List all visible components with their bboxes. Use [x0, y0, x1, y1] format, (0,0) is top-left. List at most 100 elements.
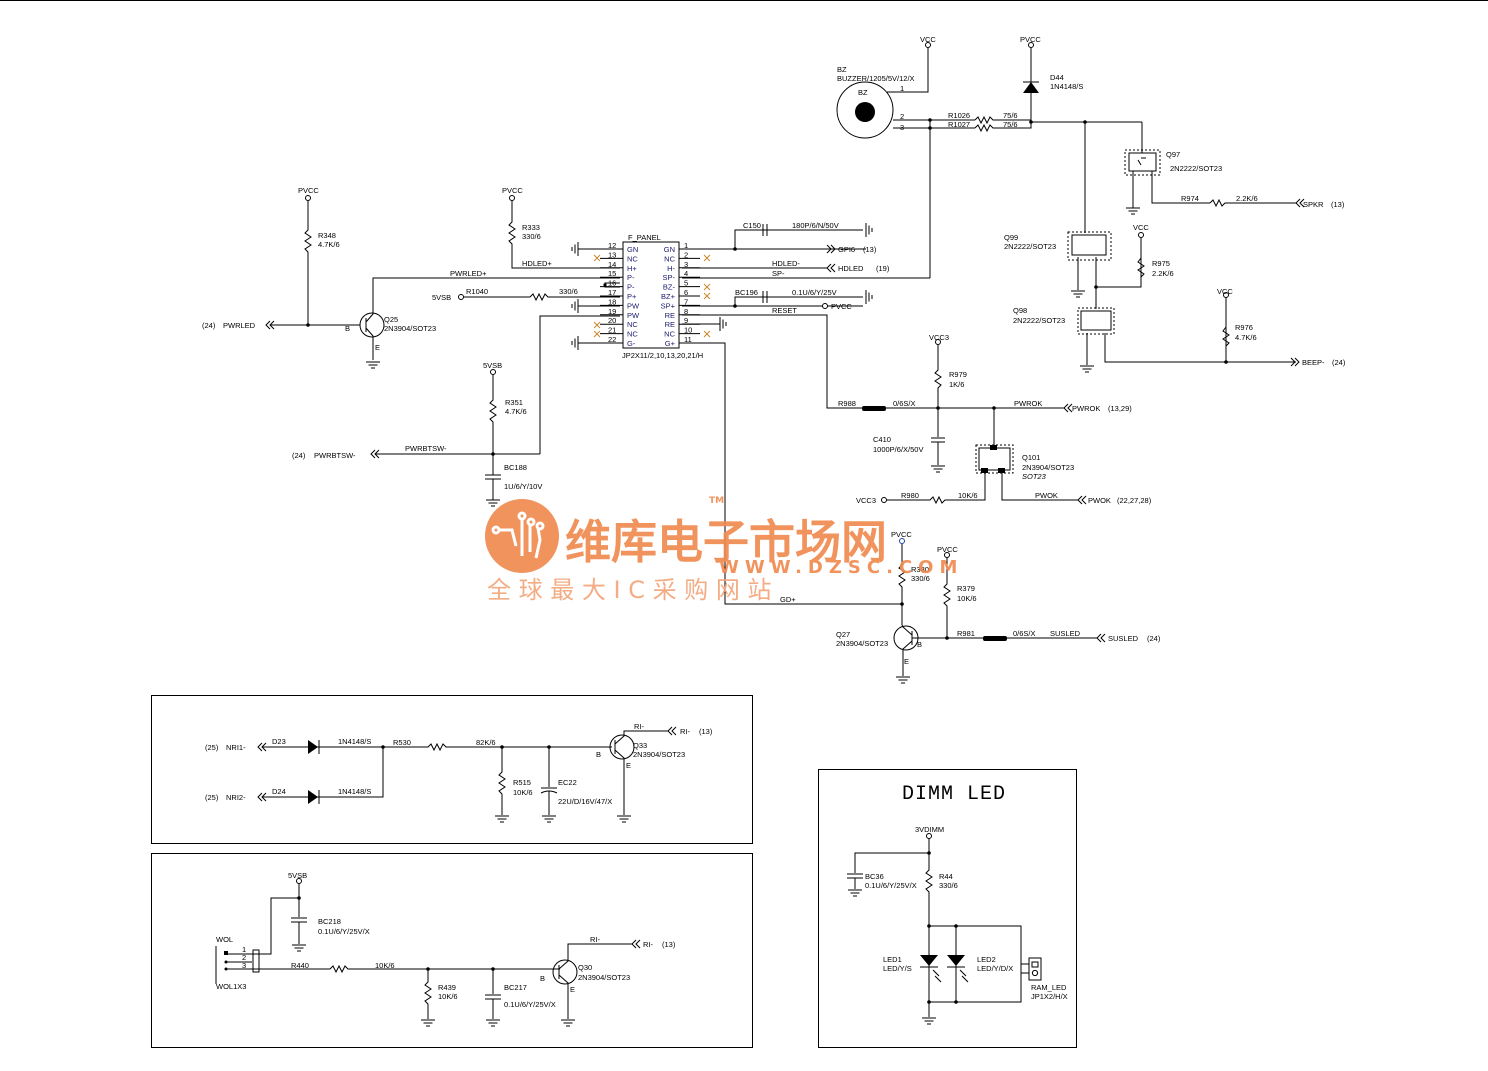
- watermark-tagline: 全 球 最 大 I C 采 购 网 站: [487, 576, 772, 604]
- r976-value: 4.7K/6: [1235, 333, 1257, 342]
- q30-ref: Q30: [578, 963, 592, 972]
- pwrok-wire-label: PWROK: [1014, 399, 1042, 408]
- f-panel-pin-number: 13: [608, 250, 616, 259]
- watermark-tm: TM: [709, 496, 724, 506]
- spkr-net: SPKR: [1303, 200, 1324, 209]
- r44-value: 330/6: [939, 881, 958, 890]
- f-panel-pin-name: RE: [665, 320, 675, 329]
- bc188-value: 1U/6/Y/10V: [504, 482, 542, 491]
- vcc-label-q99: VCC: [1133, 223, 1149, 232]
- q98-ref: Q98: [1013, 306, 1027, 315]
- bz-pin1: 1: [900, 84, 904, 93]
- q33-e: E: [626, 761, 631, 770]
- r979-ref: R979: [949, 370, 967, 379]
- diode-d44-icon: [1023, 82, 1039, 93]
- f-panel-right-wires: [682, 229, 930, 605]
- bc188-ref: BC188: [504, 463, 527, 472]
- c410-ref: C410: [873, 435, 891, 444]
- pwrled-net: PWRLED: [223, 321, 256, 330]
- vcc-port: [925, 42, 931, 48]
- pvcc-label-r380: PVCC: [891, 530, 912, 539]
- r975-ref: R975: [1152, 259, 1170, 268]
- r348-value: 4.7K/6: [318, 240, 340, 249]
- ri-page-1: (13): [699, 727, 713, 736]
- bc218-ref: BC218: [318, 917, 341, 926]
- bc36-ref: BC36: [865, 872, 884, 881]
- r974-value: 2.2K/6: [1236, 194, 1258, 203]
- pvcc-label-r379: PVCC: [937, 545, 958, 554]
- r974-ref: R974: [1181, 194, 1199, 203]
- transistor-q30: [552, 959, 578, 985]
- r1040-ref: R1040: [466, 287, 488, 296]
- 3vdimm-label: 3VDIMM: [915, 825, 944, 834]
- wol-pin3: 3: [242, 961, 246, 970]
- r1027-ref: R1027: [948, 120, 970, 129]
- spkr-page: (13): [1331, 200, 1345, 209]
- c410-value: 1000P/6/X/50V: [873, 445, 923, 454]
- r351-ref: R351: [505, 398, 523, 407]
- d23-ref: D23: [272, 737, 286, 746]
- spkr-port-icon: [1295, 198, 1305, 208]
- f-panel-pin-number: 5: [684, 279, 688, 288]
- f-panel-pin-number: 14: [608, 260, 616, 269]
- r530-value: 82K/6: [476, 738, 496, 747]
- f-panel-pin-number: 12: [608, 241, 616, 250]
- bz-pin3: 3: [900, 123, 904, 132]
- ri-net-2: RI-: [643, 940, 654, 949]
- ec22-ref: EC22: [558, 778, 577, 787]
- vcc3-label-r980: VCC3: [856, 496, 876, 505]
- jumper-ram-led: [1028, 957, 1042, 981]
- f-panel-pin-number: 22: [608, 335, 616, 344]
- r44-ref: R44: [939, 872, 953, 881]
- f-panel-pin-name: PW: [627, 311, 640, 320]
- ri-page-2: (13): [662, 940, 676, 949]
- d24-part: 1N4148/S: [338, 787, 371, 796]
- r351-value: 4.7K/6: [505, 407, 527, 416]
- q27-ref: Q27: [836, 630, 850, 639]
- resistor-r348: [304, 201, 312, 325]
- ri-net-1: RI-: [680, 727, 691, 736]
- connector-wol: 1 2 3: [215, 945, 316, 984]
- buzzer-ref: BZ: [837, 65, 847, 74]
- jumper-r981: [983, 636, 1007, 641]
- ri-wire-label-1: RI-: [634, 722, 645, 731]
- r1040-value: 330/6: [559, 287, 578, 296]
- diode-d23-icon: [308, 740, 318, 754]
- buzzer-body-label: BZ: [858, 88, 868, 97]
- reset-pvcc-label: PVCC: [831, 302, 852, 311]
- r380-value: 330/6: [911, 574, 930, 583]
- watermark: 维库电子市场网 WWW.DZSC.COM 全 球 最 大 I C 采 购 网 站…: [485, 496, 957, 604]
- bc218-value: 0.1U/6/Y/25V/X: [318, 927, 370, 936]
- nri1-page: (25): [205, 743, 219, 752]
- transistor-q25: [359, 312, 385, 338]
- q30-e: E: [570, 985, 575, 994]
- f-panel-pin-name: GN: [627, 245, 638, 254]
- pwrok-port-icon: [1063, 403, 1073, 413]
- r379-value: 10K/6: [957, 594, 977, 603]
- q33-part: 2N3904/SOT23: [633, 750, 685, 759]
- pwrbtsw-wire-label: PWRBTSW-: [405, 444, 447, 453]
- f-panel-pin-number: 17: [608, 288, 616, 297]
- pvcc-label: PVCC: [1020, 35, 1041, 44]
- ri-port-icon-2: [631, 939, 641, 949]
- q30-part: 2N3904/SOT23: [578, 973, 630, 982]
- q27-e: E: [904, 657, 909, 666]
- q101-part: 2N3904/SOT23: [1022, 463, 1074, 472]
- transistor-q97: [1124, 122, 1296, 215]
- q25-b: B: [345, 324, 350, 333]
- f-panel-pin-name: NC: [627, 330, 638, 339]
- f-panel-pin-number: 18: [608, 297, 616, 306]
- r439-value: 10K/6: [438, 992, 458, 1001]
- pwrok-page: (13,29): [1108, 404, 1132, 413]
- susled-net: SUSLED: [1108, 634, 1139, 643]
- nri2-net: NRI2-: [226, 793, 246, 802]
- f-panel-name: F_PANEL: [628, 233, 661, 242]
- f-panel-pin-name: G+: [665, 339, 676, 348]
- f-panel-pin-number: 20: [608, 316, 616, 325]
- bc36-value: 0.1U/6/Y/25V/X: [865, 881, 917, 890]
- q25-part: 2N3904/SOT23: [384, 324, 436, 333]
- q25-ref: Q25: [384, 315, 398, 324]
- pwok-wire-label: PWOK: [1035, 491, 1058, 500]
- r976-ref: R976: [1235, 323, 1253, 332]
